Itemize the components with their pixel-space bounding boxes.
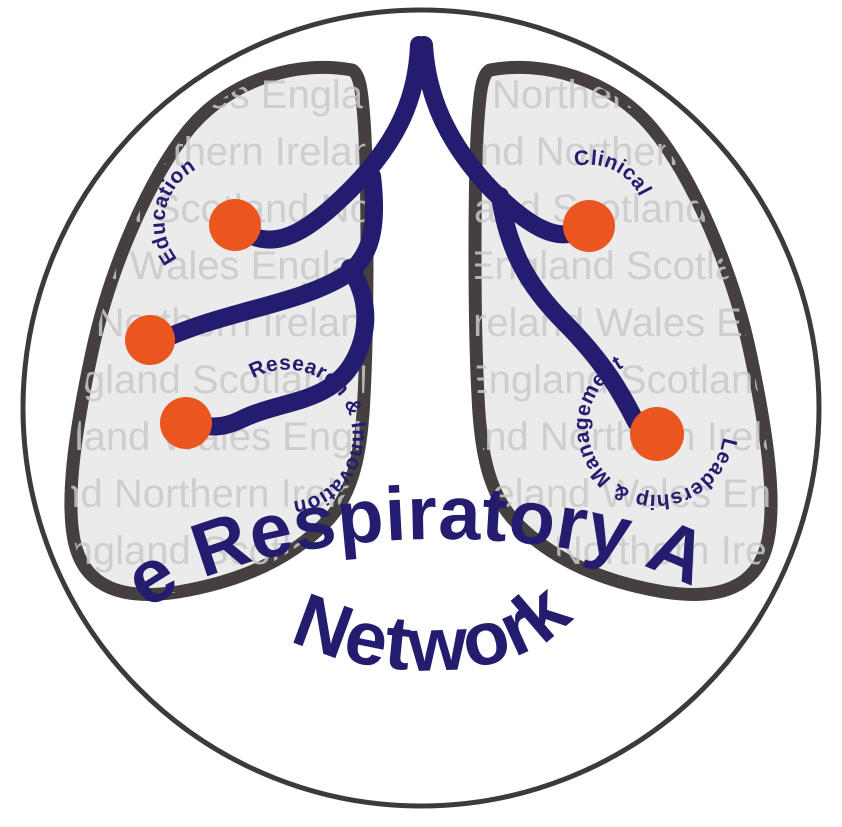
network-nodes	[125, 199, 684, 461]
left-branch-to-education-node	[157, 167, 384, 347]
right-lung-shape	[468, 60, 778, 601]
trachea-right-stem	[415, 36, 585, 244]
node-research-innovation[interactable]	[160, 397, 212, 449]
watermark-row: and Northern Ireland England Wa	[36, 472, 631, 516]
node-left-mid[interactable]	[125, 315, 175, 365]
bronchial-tree	[157, 36, 645, 436]
node-clinical[interactable]	[563, 200, 615, 252]
right-branch-to-leadership-node	[491, 187, 645, 431]
watermark-row: Ireland Wales England Scotland	[462, 301, 842, 345]
left-lung-shape	[64, 60, 374, 601]
node-education[interactable]	[209, 199, 261, 251]
watermark-row: and Northern Ireland England Wa	[462, 415, 842, 459]
outer-circle-ring	[20, 7, 822, 809]
left-branch-to-research-node	[179, 259, 375, 436]
watermark-row: Ireland Wales England Scotland	[468, 472, 842, 516]
node-leadership-management[interactable]	[630, 407, 684, 461]
trachea-left-stem	[243, 36, 428, 249]
